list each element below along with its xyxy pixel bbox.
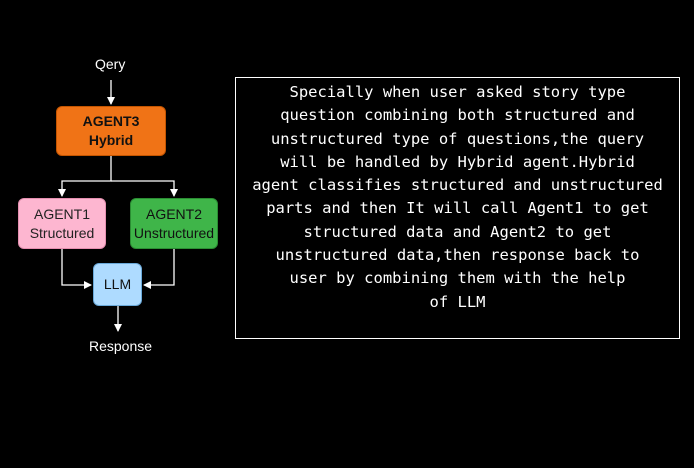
node-llm: LLM <box>93 263 142 306</box>
description-line: unstructured type of questions,the query <box>270 129 645 148</box>
description-line: unstructured data,then response back to <box>275 246 640 265</box>
description-box: Specially when user asked story type que… <box>235 77 680 339</box>
description-line: agent classifies structured and unstruct… <box>252 176 663 195</box>
node-agent2-unstructured: AGENT2 Unstructured <box>130 198 218 249</box>
node-agent1-structured: AGENT1 Structured <box>18 198 106 249</box>
agent2-subtitle: Unstructured <box>133 224 215 241</box>
response-label: Response <box>89 338 153 354</box>
agent1-title: AGENT1 <box>33 205 90 222</box>
agent2-title: AGENT2 <box>145 205 202 222</box>
description-line: Specially when user asked story type <box>289 83 626 101</box>
description-line: parts and then It will call Agent1 to ge… <box>266 199 649 218</box>
description-line: question combining both structured and <box>280 106 635 125</box>
edge-agent3-to-agent1 <box>58 156 112 197</box>
agent3-subtitle: Hybrid <box>88 132 134 148</box>
description-line: structured data and Agent2 to get <box>303 222 612 241</box>
description-line: user by combining them with the help <box>289 269 626 288</box>
edge-agent2-to-llm <box>143 249 175 289</box>
edge-agent3-to-agent2 <box>111 180 178 197</box>
edge-agent1-to-llm <box>61 249 92 289</box>
agent1-subtitle: Structured <box>29 224 95 241</box>
node-agent3-hybrid: AGENT3 Hybrid <box>56 106 166 156</box>
description-line: will be handled by Hybrid agent.Hybrid <box>280 152 635 171</box>
agent3-title: AGENT3 <box>82 113 140 129</box>
description-line: of LLM <box>429 292 486 311</box>
llm-label: LLM <box>103 276 132 292</box>
query-label: Qery <box>95 56 126 72</box>
